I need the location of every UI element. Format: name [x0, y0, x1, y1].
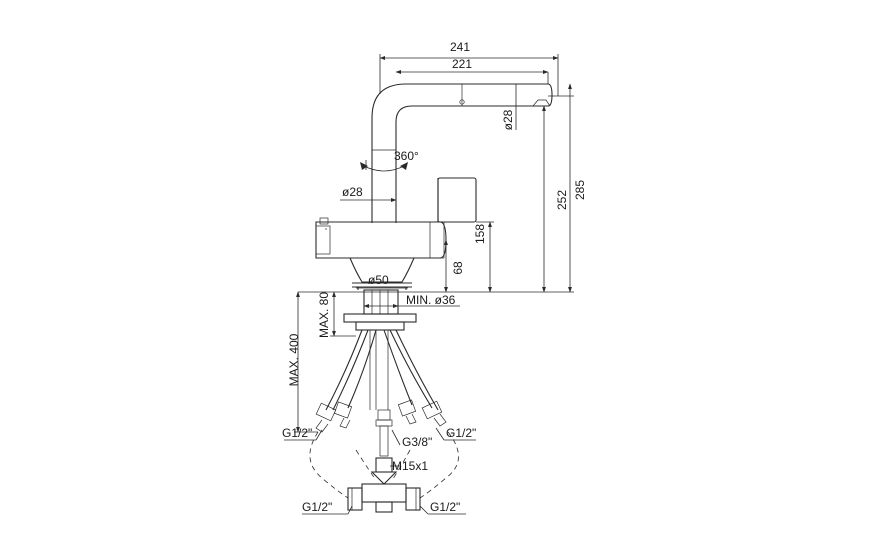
dimension-lines: [284, 54, 574, 515]
dim-spout-diameter: ø28: [501, 109, 515, 130]
dim-spout-height: 252: [555, 190, 569, 210]
dim-body-height: 68: [451, 261, 465, 275]
dim-min-hole: MIN. ø36: [406, 293, 456, 307]
dim-max-hose: MAX. 400: [287, 333, 301, 386]
label-hose-right: G1/2": [446, 426, 476, 440]
dim-lever-height: 158: [473, 224, 487, 244]
dim-spout-reach: 221: [452, 57, 472, 71]
label-tee-left: G1/2": [302, 500, 332, 514]
label-tee-right: G1/2": [430, 500, 460, 514]
dim-max-deck: MAX. 80: [317, 292, 331, 338]
faucet-outline: [309, 83, 553, 513]
dim-rotation: 360°: [394, 149, 419, 163]
label-center-outlet: G3/8": [402, 435, 432, 449]
dim-column-diameter: ø28: [342, 185, 363, 199]
label-thread: M15x1: [392, 459, 428, 473]
dim-overall-reach: 241: [450, 40, 470, 54]
dim-total-height: 285: [573, 180, 587, 200]
dim-base-diameter: ø50: [368, 273, 389, 287]
label-hose-left: G1/2": [282, 426, 312, 440]
